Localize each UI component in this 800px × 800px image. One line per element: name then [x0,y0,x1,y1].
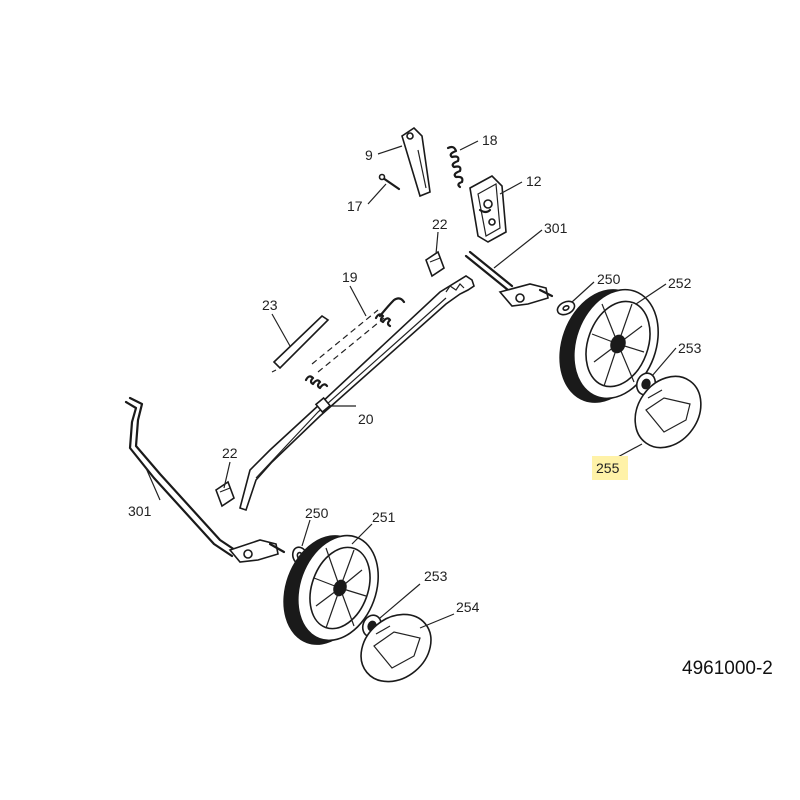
part-254-hub-cap [360,613,432,683]
part-255-hub-cap [634,375,702,449]
callout-12[interactable]: 12 [526,173,542,189]
callout-20[interactable]: 20 [358,411,374,427]
callout-23[interactable]: 23 [262,297,278,313]
callout-253-lower[interactable]: 253 [424,568,448,584]
callout-253-upper[interactable]: 253 [678,340,702,356]
callout-22-lower[interactable]: 22 [222,445,238,461]
part-19-spring-rod [304,297,406,390]
part-251-wheel [283,534,380,645]
callout-252[interactable]: 252 [668,275,692,291]
callout-301-lower[interactable]: 301 [128,503,152,519]
callout-250-upper[interactable]: 250 [597,271,621,287]
callout-highlight [592,456,628,480]
callout-255[interactable]: 255 [596,460,620,476]
part-252-wheel [559,288,659,403]
callout-18[interactable]: 18 [482,132,498,148]
callout-19[interactable]: 19 [342,269,358,285]
leader-lines [145,140,677,629]
part-9-strap [401,126,431,198]
callout-250-lower[interactable]: 250 [305,505,329,521]
callout-labels: 9 18 12 17 22 301 250 252 19 23 253 20 2… [128,132,702,615]
part-18-spring [446,145,464,189]
part-301-axle-upper [464,250,554,307]
callout-254[interactable]: 254 [456,599,480,615]
callout-301-upper[interactable]: 301 [544,220,568,236]
part-20-lever [239,275,475,512]
callout-22-upper[interactable]: 22 [432,216,448,232]
callout-251[interactable]: 251 [372,509,396,525]
part-250-washer-upper [556,300,576,316]
part-12-bracket [469,175,507,243]
callout-9[interactable]: 9 [365,147,373,163]
part-301-axle-lower [124,396,286,563]
drawing-code: 4961000-2 [682,658,773,679]
part-17-pin [378,173,401,191]
part-23-rod [271,314,330,373]
part-22-clip-upper [425,250,445,278]
callout-17[interactable]: 17 [347,198,363,214]
part-22-clip-lower [215,480,235,508]
